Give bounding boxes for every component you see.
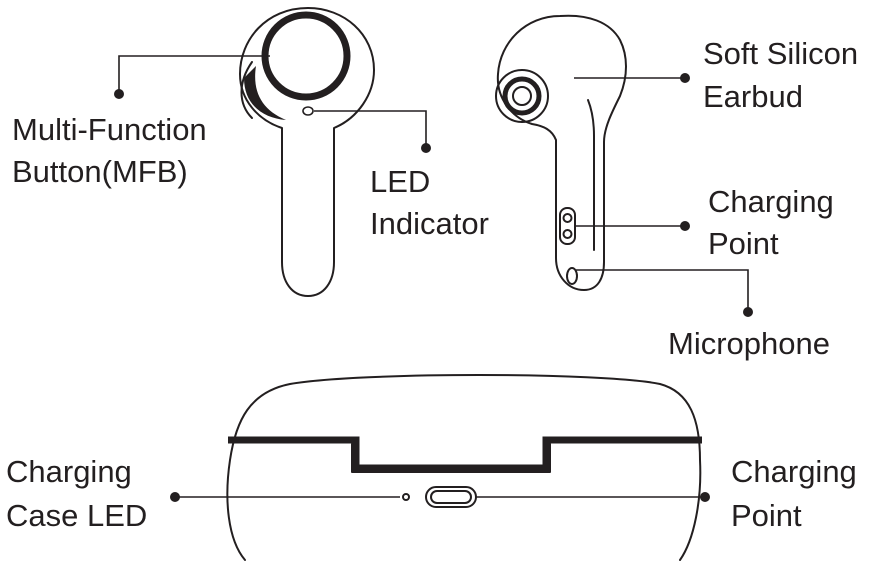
silicon-tip-outer: [495, 69, 549, 123]
silicon-tip-ring: [502, 76, 542, 116]
labels: Multi-Function Button(MFB) LED Indicator…: [6, 36, 858, 533]
leader-dot-case-charging-point: [700, 492, 710, 502]
contact-pin-bottom: [562, 229, 573, 239]
right-earbud-body: [496, 14, 627, 291]
leader-mfb: [118, 55, 270, 94]
left-earbud-ring-shadow: [244, 66, 286, 120]
label-led-indicator-line1: LED: [370, 164, 430, 199]
label-led-indicator-line2: Indicator: [370, 206, 489, 241]
left-earbud-body: [239, 7, 375, 297]
label-case-charging-point-line1: Charging: [731, 454, 857, 489]
left-earbud-head-back: [240, 61, 253, 119]
label-case-charging-point-line2: Point: [731, 498, 802, 533]
label-earbud-charging-point-line1: Charging: [708, 184, 834, 219]
led-indicator-hole: [302, 106, 314, 116]
leader-dot-led-indicator: [421, 143, 431, 153]
case-lid-notch-inner: [351, 443, 551, 473]
right-earbud: [495, 14, 627, 291]
label-microphone: Microphone: [668, 326, 830, 361]
leader-led-indicator: [314, 110, 427, 148]
leader-dot-soft-silicon-earbud: [680, 73, 690, 83]
mfb-button-ring: [261, 11, 351, 101]
leader-dot-microphone: [743, 307, 753, 317]
usb-c-port-inner: [430, 490, 472, 504]
contact-pin-top: [562, 213, 573, 223]
silicon-tip-hole: [512, 86, 532, 106]
label-soft-silicon-earbud-line2: Earbud: [703, 79, 803, 114]
leader-dot-mfb: [114, 89, 124, 99]
left-earbud: [239, 7, 375, 297]
label-charging-case-led-line2: Case LED: [6, 498, 147, 533]
right-earbud-inner-contour: [587, 99, 595, 251]
label-mfb-line1: Multi-Function: [12, 112, 207, 147]
label-earbud-charging-point-line2: Point: [708, 226, 779, 261]
microphone-hole: [566, 267, 578, 285]
leader-lines: [114, 55, 753, 502]
case-led-dot: [402, 493, 410, 501]
leader-dot-charging-case-led: [170, 492, 180, 502]
label-soft-silicon-earbud-line1: Soft Silicon: [703, 36, 858, 71]
case-lid-seam: [228, 436, 702, 472]
case-outline: [226, 374, 702, 561]
charging-case: [226, 374, 702, 561]
label-charging-case-led-line1: Charging: [6, 454, 132, 489]
leader-dot-earbud-charging-point: [680, 221, 690, 231]
label-mfb-line2: Button(MFB): [12, 154, 188, 189]
leader-microphone: [576, 269, 749, 312]
